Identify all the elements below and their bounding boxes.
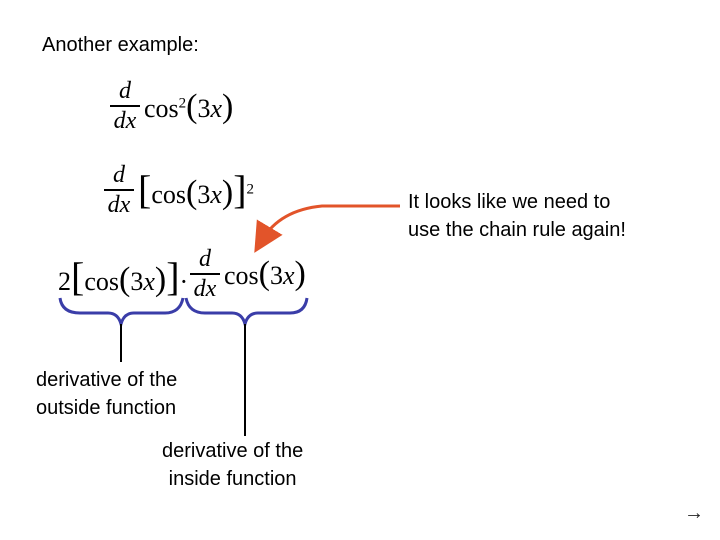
function-expression: cos2(3x)	[144, 88, 234, 125]
function-name: cos	[144, 94, 179, 123]
exponent: 2	[178, 95, 187, 112]
function-name: cos	[84, 267, 119, 296]
denominator-dx: dx	[107, 192, 131, 218]
denominator-dx: dx	[193, 276, 217, 302]
derivative-operator: d dx	[104, 162, 134, 218]
argument-coefficient: 3	[197, 94, 211, 123]
next-slide-arrow-icon[interactable]: →	[684, 502, 704, 524]
coefficient: 2	[58, 267, 71, 296]
function-name: cos	[224, 261, 259, 290]
inside-derivative-label: derivative of the inside function	[162, 437, 303, 493]
chain-rule-note: It looks like we need to use the chain r…	[408, 188, 626, 244]
denominator-dx: dx	[113, 108, 137, 134]
outside-brace	[58, 297, 185, 330]
label-line-1: derivative of the	[36, 369, 178, 391]
note-line-1: It looks like we need to	[408, 191, 611, 213]
argument-variable: x	[210, 180, 222, 209]
function-name: cos	[151, 180, 186, 209]
inner-function: cos(3x)	[224, 255, 306, 292]
exponent: 2	[246, 181, 255, 198]
note-line-2: use the chain rule again!	[408, 219, 626, 241]
inside-brace	[184, 297, 309, 330]
multiplication-dot: ·	[179, 267, 189, 296]
label-line-1: derivative of the	[162, 440, 304, 462]
outside-derivative-label: derivative of the outside function	[36, 366, 177, 422]
function-expression: [cos(3x)]2	[138, 167, 255, 212]
argument-variable: x	[283, 261, 295, 290]
argument-coefficient: 3	[130, 267, 144, 296]
derivative-operator: d dx	[190, 246, 220, 302]
derivative-operator: d dx	[110, 78, 140, 134]
numerator-d: d	[119, 78, 131, 104]
numerator-d: d	[199, 246, 211, 272]
slide-title: Another example:	[42, 34, 199, 56]
fraction-bar	[110, 105, 140, 107]
label-line-2: outside function	[36, 397, 177, 419]
argument-coefficient: 3	[197, 180, 211, 209]
label-line-2: inside function	[168, 468, 297, 490]
argument-variable: x	[210, 94, 223, 123]
outer-derivative: 2[cos(3x)]·	[58, 254, 189, 299]
fraction-bar	[104, 189, 134, 191]
argument-variable: x	[143, 267, 155, 296]
fraction-bar	[190, 273, 220, 275]
argument-coefficient: 3	[270, 261, 283, 290]
note-arrow	[254, 204, 400, 253]
numerator-d: d	[113, 162, 125, 188]
